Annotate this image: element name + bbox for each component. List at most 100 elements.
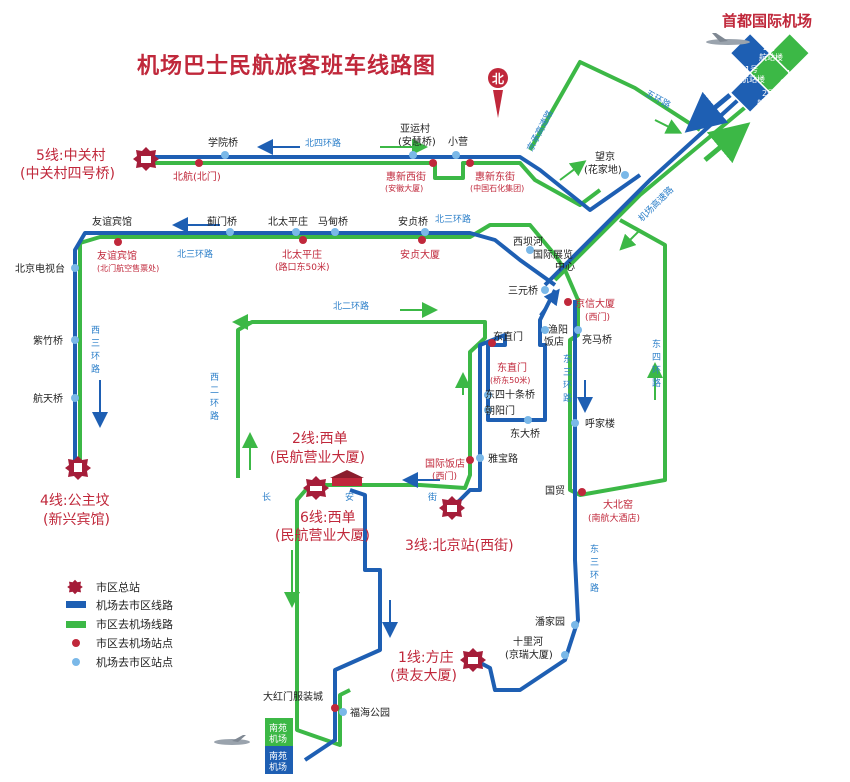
line2-label-b: (民航营业大厦) bbox=[270, 450, 365, 466]
terminal-labels: 5线:中关村 (中关村四号桥) 4线:公主坟 (新兴宾馆) 2线:西单 (民航营… bbox=[20, 148, 514, 684]
t1-label-b: 航站楼 bbox=[741, 74, 765, 84]
road-dong3b-2: 三 bbox=[590, 558, 599, 568]
road-dong4-4: 路 bbox=[652, 377, 661, 389]
map-title: 机场巴士民航旅客班车线路图 bbox=[137, 54, 437, 79]
road-dong3b-4: 路 bbox=[590, 582, 599, 594]
road-dong3-2: 三 bbox=[563, 368, 572, 378]
nanyuan-blue-a: 南苑 bbox=[269, 750, 287, 762]
stop-madianqiao: 马甸桥 bbox=[318, 215, 348, 228]
road-chang: 长 bbox=[262, 491, 271, 503]
to-airport-stop-labels: 北航(北门) 惠新西街 (安徽大厦) 惠新东街 (中国石化集团) 友谊宾馆 (北… bbox=[97, 170, 640, 524]
blue-route-line5 bbox=[150, 155, 642, 212]
stop-youyibinguan2: 友谊宾馆 bbox=[97, 249, 137, 262]
nanyuan-green-b: 机场 bbox=[269, 733, 287, 745]
road-bei2: 北二环路 bbox=[333, 300, 369, 312]
stop-zizhuqiao: 紫竹桥 bbox=[33, 334, 63, 347]
stop-dabeiyao-a: 大北窑 bbox=[603, 498, 633, 511]
t1-green-label-b: 航站楼 bbox=[780, 78, 804, 88]
stop-sanyuanqiao: 三元桥 bbox=[508, 285, 538, 297]
stop-dahongmen: 大红门服装城 bbox=[263, 690, 323, 703]
airplane-icon bbox=[706, 33, 750, 45]
legend-to-airport-stop: 市区去机场站点 bbox=[72, 636, 173, 650]
stop-beitaipingzhuang: 北太平庄 bbox=[268, 215, 308, 228]
line4-label-b: (新兴宾馆) bbox=[43, 512, 110, 528]
to-airport-stops bbox=[114, 159, 586, 712]
stop-zhongguoshihua: (中国石化集团) bbox=[470, 183, 524, 193]
road-dong3-1: 东 bbox=[563, 353, 572, 365]
blue-route-line1 bbox=[474, 300, 580, 692]
line6-label-b: (民航营业大厦) bbox=[275, 528, 370, 544]
road-xi2-4: 路 bbox=[210, 410, 219, 422]
blue-route-line3 bbox=[453, 289, 557, 507]
nanyuan-green-a: 南苑 bbox=[269, 722, 287, 734]
road-dong4-1: 东 bbox=[652, 338, 661, 350]
green-route-east bbox=[553, 218, 667, 497]
stop-huajiadi: (花家地) bbox=[584, 163, 622, 176]
stop-dongdaqiao: 东大桥 bbox=[510, 427, 540, 440]
road-xi3-3: 环 bbox=[91, 351, 100, 362]
road-wuhuan: 五环路 bbox=[644, 87, 673, 111]
road-xi2-2: 二 bbox=[210, 386, 219, 396]
t2-label-b: 航站楼 bbox=[759, 52, 783, 62]
stop-youyibinguan: 友谊宾馆 bbox=[92, 215, 132, 228]
stop-guojifandian-b: (西门) bbox=[432, 470, 457, 482]
t2-green-label-b: 航站楼 bbox=[757, 98, 781, 108]
stop-yayuncun: 亚运村 bbox=[400, 122, 430, 135]
stop-wangjing: 望京 bbox=[595, 150, 615, 163]
line2-label-a: 2线:西单 bbox=[292, 431, 348, 447]
road-dong4-3: 环 bbox=[652, 365, 661, 376]
green-route-expwy bbox=[553, 93, 762, 282]
stop-hujialou: 呼家楼 bbox=[585, 417, 615, 430]
stop-guozhan-a: 国际展览 bbox=[533, 248, 573, 261]
stop-yuyang-a: 渔阳 bbox=[548, 324, 568, 336]
to-city-stop-labels: 学院桥 亚运村 (安慧桥) 小营 望京 (花家地) 友谊宾馆 蓟门桥 北太平庄 … bbox=[15, 122, 622, 719]
stop-huixindongjie: 惠新东街 bbox=[475, 170, 515, 183]
nanyuan-airport: 南苑 机场 南苑 机场 bbox=[214, 718, 293, 774]
line5-label-a: 5线:中关村 bbox=[36, 148, 106, 164]
stop-xueyuanqiao: 学院桥 bbox=[208, 136, 238, 149]
stop-guojifandian-a: 国际饭店 bbox=[425, 457, 465, 470]
road-xi3-2: 三 bbox=[91, 339, 100, 349]
road-bei3: 北三环路 bbox=[435, 213, 471, 225]
stop-panjiayuan: 潘家园 bbox=[535, 615, 565, 628]
green-route-jingcheng bbox=[528, 60, 702, 151]
road-bei4: 北四环路 bbox=[305, 137, 341, 149]
stop-xiaoying: 小营 bbox=[448, 135, 468, 148]
road-jie: 街 bbox=[428, 491, 437, 503]
stop-dongzhimen2-a: 东直门 bbox=[497, 361, 527, 374]
road-xi2-3: 环 bbox=[210, 398, 219, 409]
terminal-1-box-green bbox=[768, 32, 811, 74]
stop-liangmaqiao: 亮马桥 bbox=[582, 333, 612, 346]
stop-dongzhimen2-b: (桥东50米) bbox=[490, 375, 530, 385]
airplane-icon-nanyuan bbox=[214, 735, 250, 745]
green-route-line5 bbox=[150, 161, 602, 207]
terminal-icon-line5 bbox=[133, 147, 159, 171]
stop-fuhaigongyuan: 福海公园 bbox=[350, 706, 390, 719]
stop-guozhan-b: 中心 bbox=[555, 260, 575, 273]
line1-label-b: (贵友大厦) bbox=[390, 668, 457, 684]
road-dong4-2: 四 bbox=[652, 353, 661, 363]
line5-label-b: (中关村四号桥) bbox=[20, 166, 115, 182]
stop-dongzhimen: 东直门 bbox=[493, 330, 523, 343]
compass-label: 北 bbox=[492, 71, 504, 86]
stop-guomao: 国贸 bbox=[545, 485, 565, 497]
road-bei3b: 北三环路 bbox=[177, 248, 213, 260]
road-an: 安 bbox=[345, 491, 354, 503]
stop-dabeiyao-b: (南航大酒店) bbox=[588, 512, 640, 524]
airport-terminals: 1号 航站楼 2号 航站楼 1号 航站楼 2号 航站楼 bbox=[706, 32, 811, 114]
stop-lukoudong: (路口东50米) bbox=[275, 261, 329, 273]
stop-beitaipingzhuang2: 北太平庄 bbox=[282, 248, 322, 261]
t2-label-a: 2号 bbox=[763, 43, 776, 52]
stop-chaoyangmen: 朝阳门 bbox=[485, 404, 515, 417]
airport-name: 首都国际机场 bbox=[722, 12, 813, 30]
t1-label-a: 1号 bbox=[745, 65, 758, 74]
t1-green-label-a: 1号 bbox=[786, 69, 799, 78]
legend-to-airport-line: 市区去机场线路 bbox=[66, 617, 173, 631]
legend-to-airport-stop-label: 市区去机场站点 bbox=[96, 636, 173, 650]
stop-shilihe-a: 十里河 bbox=[513, 635, 543, 648]
stop-dongsishitiao: 东四十条桥 bbox=[485, 388, 535, 401]
stop-jimenqiao: 蓟门桥 bbox=[207, 215, 237, 228]
stop-anhuidasha: (安徽大厦) bbox=[385, 183, 423, 193]
line3-label: 3线:北京站(西街) bbox=[405, 538, 514, 554]
